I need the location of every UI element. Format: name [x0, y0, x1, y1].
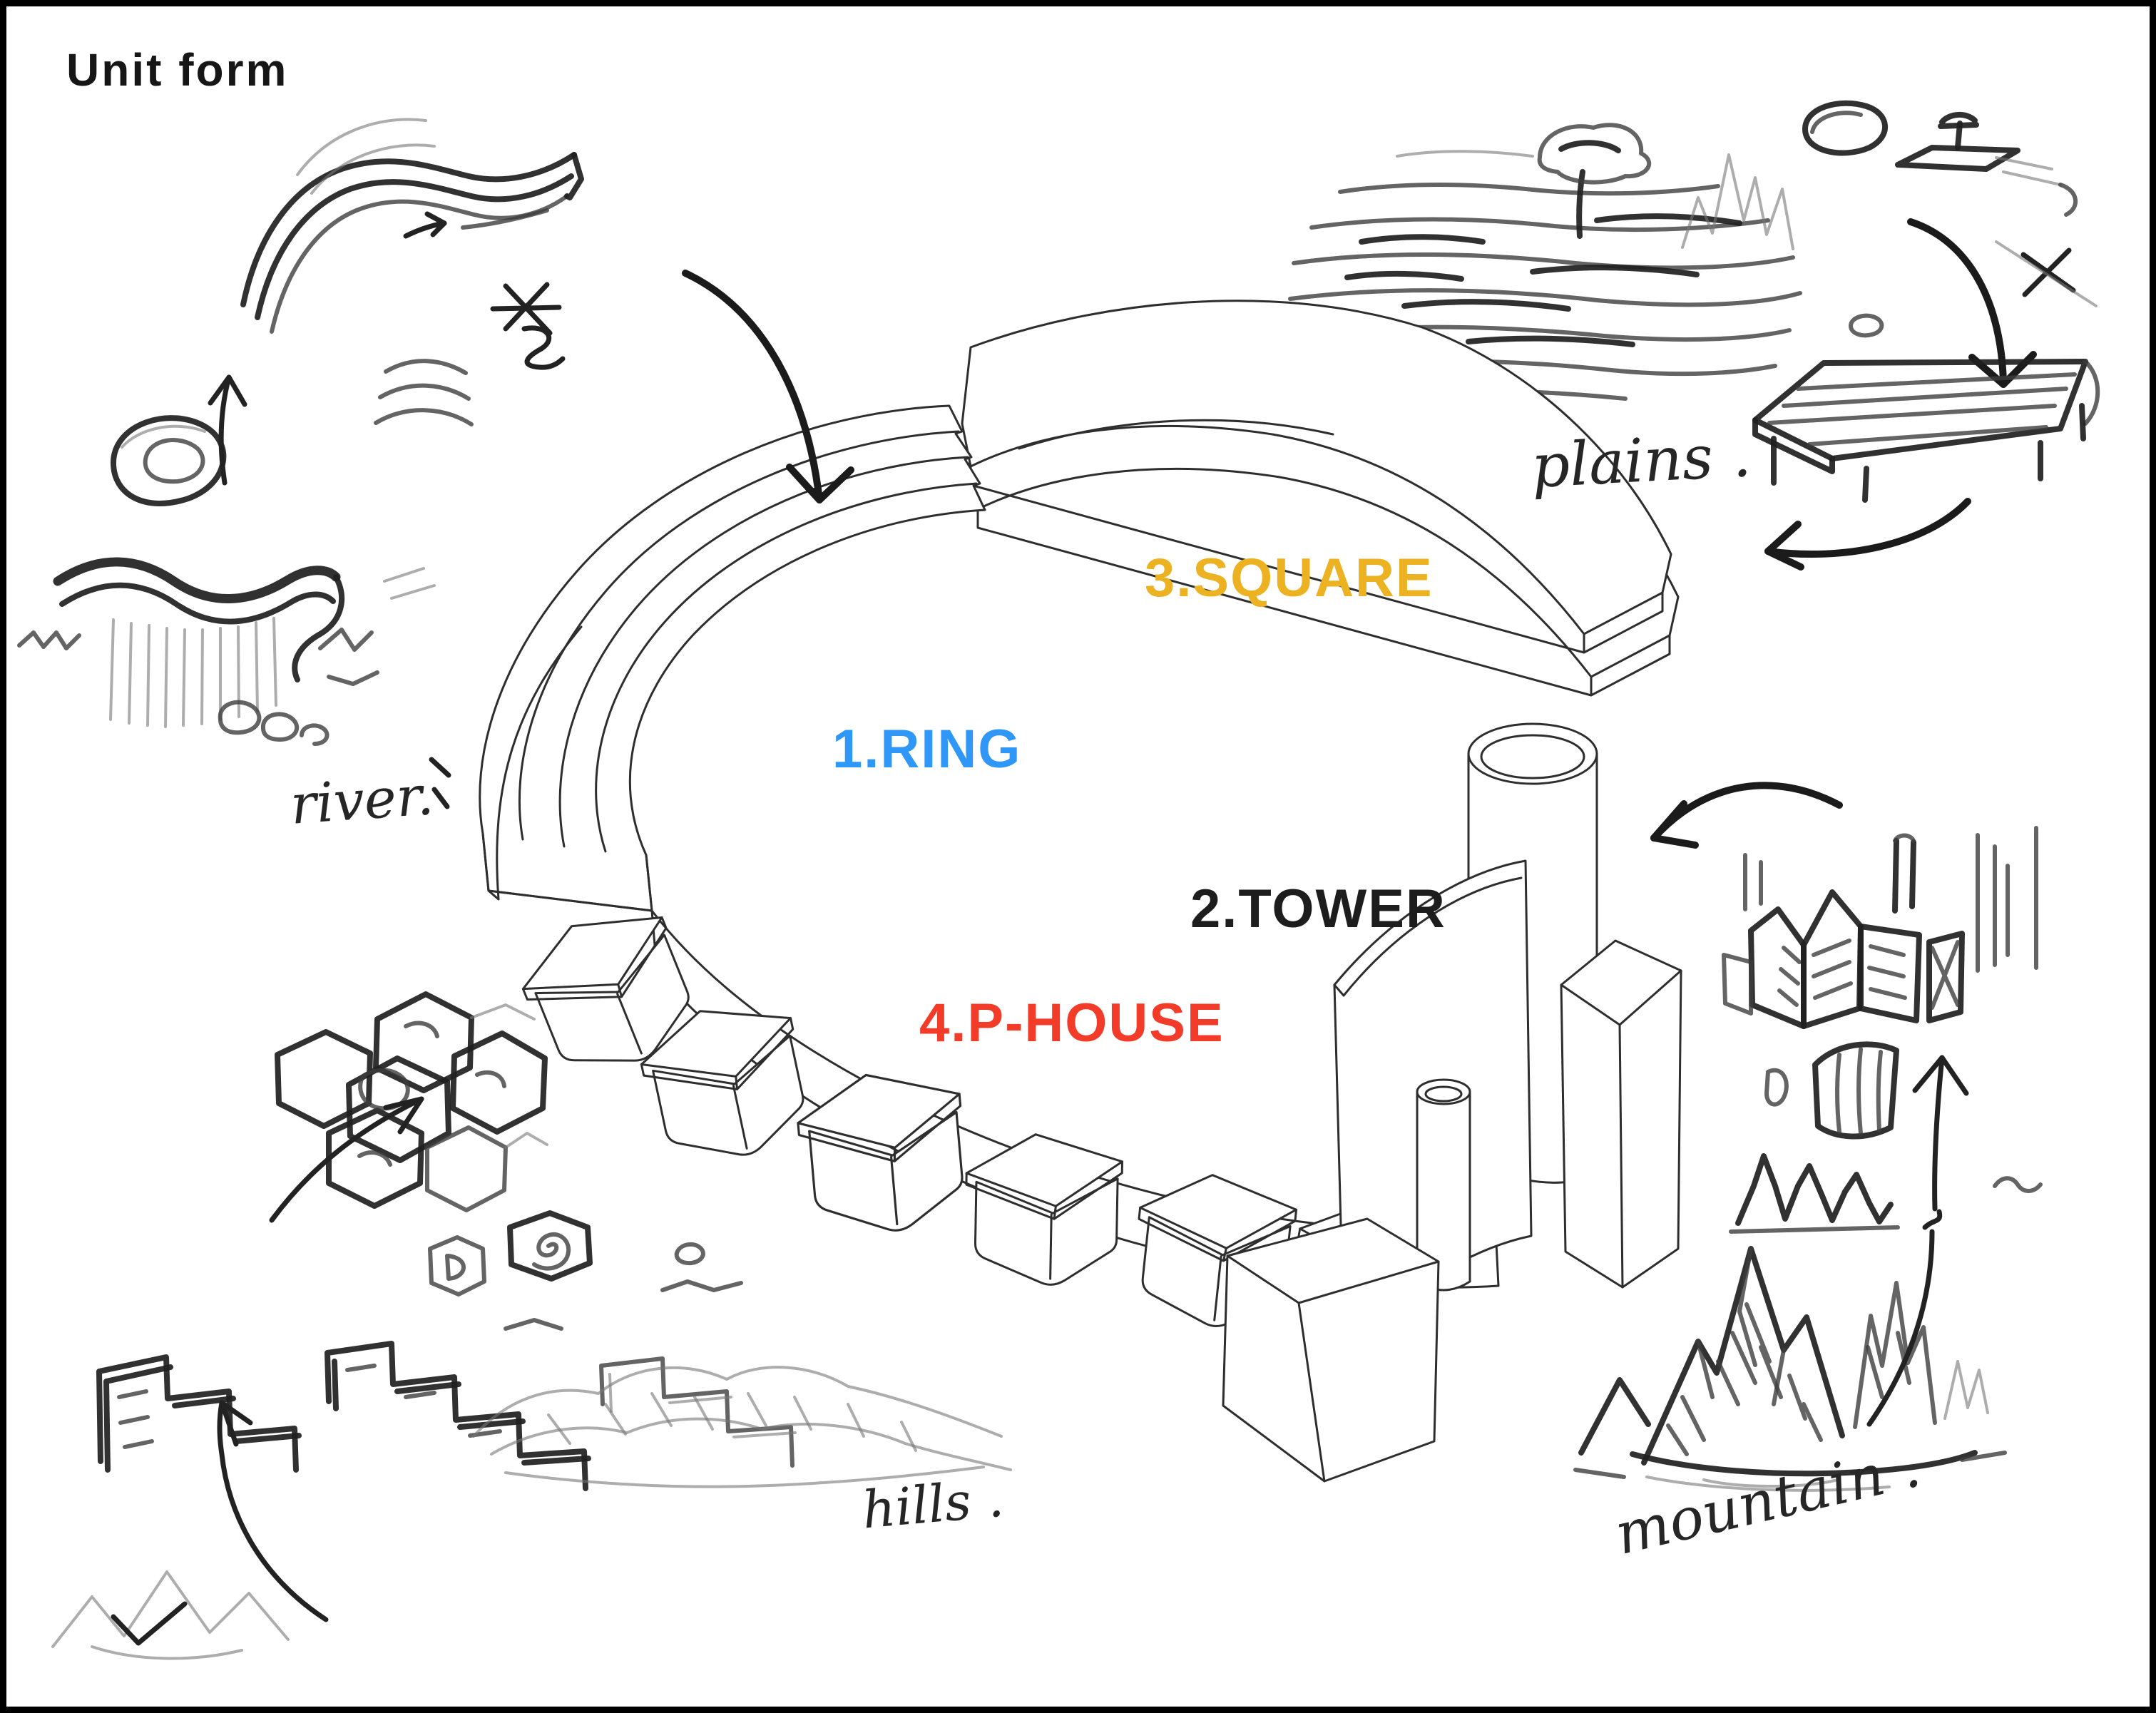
d-hexagon-icon [428, 1235, 486, 1297]
oval-plate-icon [1802, 100, 1889, 156]
ridge-zigzag-icon [1681, 153, 1794, 250]
label-tower: 2.TOWER [1190, 879, 1446, 939]
page-title: Unit form [66, 44, 289, 96]
asterisk-icon [490, 282, 566, 370]
return-arrow-icon [1764, 498, 1971, 571]
mountain-up-arrow-icon [1866, 1055, 1969, 1427]
annotation-hills: hills . [859, 1468, 1006, 1540]
peaks-profile-icon [1729, 1153, 1900, 1234]
annotation-plains: plains . [1529, 420, 1753, 501]
corner-rocks-icon [51, 1570, 290, 1660]
small-wave-icon [374, 359, 474, 426]
river-meander-icon [17, 557, 451, 809]
label-square: 3.SQUARE [1145, 548, 1434, 608]
striped-table-icon [1752, 359, 2100, 503]
terraced-blocks-icon [96, 1341, 797, 1491]
tilde-icon [1993, 1176, 2043, 1193]
label-ring: 1.RING [832, 719, 1022, 779]
small-oval-icon [1849, 313, 1884, 338]
hills-scribble-icon [472, 1366, 1012, 1488]
diagram-canvas [17, 100, 2100, 1660]
flag-table-icon [1895, 112, 2078, 217]
label-phouse: 4.P-HOUSE [919, 993, 1225, 1053]
up-arrow-icon [208, 374, 247, 486]
small-oval-mark-icon [674, 1242, 705, 1266]
city-blocks-icon [1722, 826, 2038, 1029]
x-mark-icon [1995, 240, 2098, 307]
ring-drawing [479, 404, 986, 912]
ring-arrow-icon [682, 270, 854, 503]
annotation-river: river. [288, 763, 436, 837]
tiny-arrow-icon [403, 211, 447, 239]
tree-icon [1537, 123, 1652, 239]
spiral-hexagon-icon [507, 1210, 593, 1282]
d-mark-icon [1764, 1068, 1789, 1107]
bird-marks-icon [504, 1279, 743, 1331]
mountain-peaks-icon [1573, 1246, 2007, 1492]
circle-scribble-icon [111, 415, 227, 506]
wave-ribbon-icon [240, 118, 584, 334]
curved-panel-icon [1812, 1041, 1899, 1140]
tower-drawing [1222, 722, 1682, 1483]
hills-arrow-icon [269, 1096, 424, 1223]
tower-arrow-icon [1650, 782, 1843, 849]
phouse-drawing [521, 916, 1451, 1349]
long-curve-arrow-icon [217, 1400, 329, 1622]
